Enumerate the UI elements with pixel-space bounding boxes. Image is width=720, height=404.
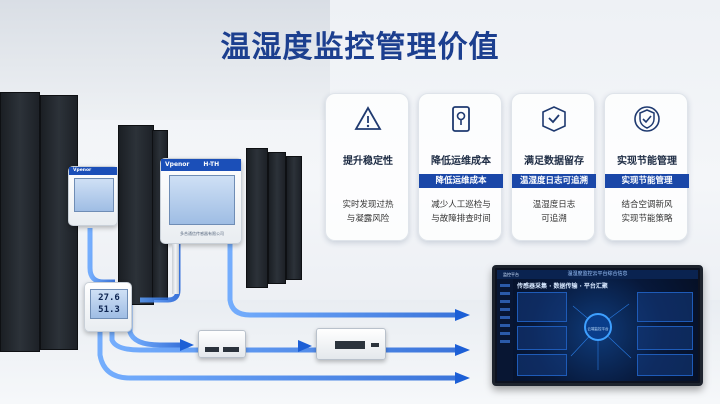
card-desc: 温湿度日志可追溯 [532, 200, 576, 224]
sensor-display [169, 175, 235, 225]
server-rack [268, 152, 286, 284]
data-gateway-box [316, 328, 386, 360]
dashboard-panel [637, 292, 693, 322]
port [335, 341, 365, 349]
value-card-data: 满足数据留存 温湿度日志可追溯 温湿度日志可追溯 [511, 93, 596, 241]
card-heading: 实现节能管理 [617, 156, 677, 167]
sensor-brand: Vpenor [69, 167, 117, 175]
data-gateway-box [198, 330, 246, 358]
sensor-footer: 多合通信传感器有限公司 [180, 231, 224, 236]
monitoring-dashboard-screen: 温湿度监控云平台综合信息 监控平台 传感器采集 · 数据传输 · 平台汇聚 云端… [492, 265, 703, 386]
sensor-display: 27.6 51.3 [90, 289, 128, 319]
dashboard-display: 温湿度监控云平台综合信息 监控平台 传感器采集 · 数据传输 · 平台汇聚 云端… [497, 270, 698, 381]
port [205, 347, 219, 352]
humidity-reading: 51.3 [98, 305, 120, 315]
server-rack [286, 156, 302, 280]
dashboard-brand: 监控平台 [503, 272, 519, 277]
value-card-cost: 降低运维成本 降低运维成本 减少人工巡检与与故障排查时间 [418, 93, 503, 241]
port [223, 347, 239, 352]
card-band: 实现节能管理 [605, 174, 689, 188]
temperature-humidity-sensor-small: 27.6 51.3 [84, 282, 132, 332]
dashboard-subtitle: 传感器采集 · 数据传输 · 平台汇聚 [517, 283, 608, 290]
card-desc: 结合空调新风实现节能策略 [621, 200, 673, 224]
dashboard-panel [517, 292, 567, 322]
sensor-display [74, 178, 114, 212]
card-heading: 降低运维成本 [431, 156, 491, 167]
server-rack [246, 148, 268, 288]
dashboard-panel [637, 354, 693, 376]
card-desc: 实时发现过热与凝露风险 [342, 200, 394, 224]
wall-sensor-left: Vpenor [68, 166, 118, 226]
warning-triangle-icon [354, 106, 382, 130]
card-desc: 减少人工巡检与与故障排查时间 [431, 200, 491, 224]
card-heading: 提升稳定性 [343, 156, 393, 167]
dashboard-panel [517, 354, 567, 376]
document-check-icon [542, 106, 566, 132]
dashboard-panel [637, 326, 693, 350]
value-card-energy: 实现节能管理 实现节能管理 结合空调新风实现节能策略 [604, 93, 689, 241]
dashboard-top-title: 温湿度监控云平台综合信息 [497, 270, 698, 279]
page-title: 温湿度监控管理价值 [220, 30, 500, 65]
location-pin-icon [452, 106, 470, 132]
dashboard-panel [517, 326, 567, 350]
dashboard-hub: 云端监控平台 [584, 313, 612, 341]
server-rack-left [0, 92, 40, 352]
dashboard-sidebar [497, 279, 513, 381]
value-card-stability: 提升稳定性 实时发现过热与凝露风险 [325, 93, 409, 241]
card-band: 降低运维成本 [419, 174, 503, 188]
sensor-probe [172, 244, 179, 294]
temperature-reading: 27.6 [98, 293, 120, 303]
card-band: 温湿度日志可追溯 [512, 174, 596, 188]
card-heading: 满足数据留存 [524, 156, 584, 167]
shield-check-icon [634, 106, 660, 132]
port [371, 343, 379, 347]
